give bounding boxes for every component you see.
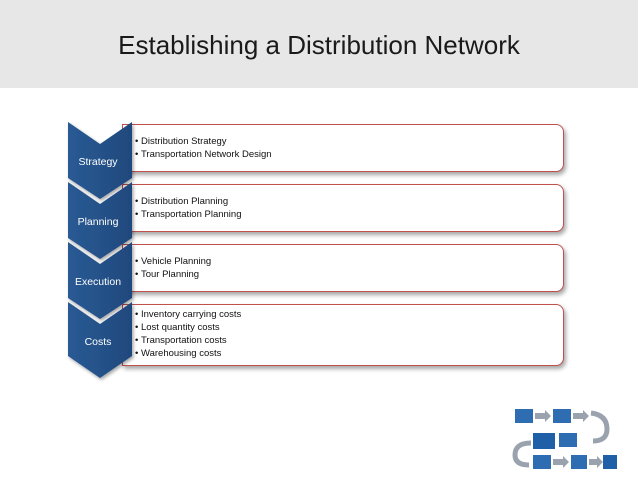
list-item: Inventory carrying costs xyxy=(135,308,241,321)
list-item: Distribution Strategy xyxy=(135,135,272,148)
list-item: Transportation costs xyxy=(135,334,241,347)
chevron-label-costs: Costs xyxy=(84,336,112,348)
step-box-strategy: Distribution Strategy Transportation Net… xyxy=(122,124,564,172)
list-item: Transportation Network Design xyxy=(135,148,272,161)
step-box-execution: Vehicle Planning Tour Planning xyxy=(122,244,564,292)
list-item: Lost quantity costs xyxy=(135,321,241,334)
step-list-costs: Inventory carrying costs Lost quantity c… xyxy=(135,308,241,360)
chevron-label-planning: Planning xyxy=(77,216,119,228)
step-box-planning: Distribution Planning Transportation Pla… xyxy=(122,184,564,232)
step-list-execution: Vehicle Planning Tour Planning xyxy=(135,255,211,281)
slide-title: Establishing a Distribution Network xyxy=(118,30,520,60)
chevron-strategy xyxy=(68,122,132,199)
chevron-costs xyxy=(68,302,132,378)
list-item: Transportation Planning xyxy=(135,208,242,221)
process-flow-icon xyxy=(503,403,623,475)
step-list-planning: Distribution Planning Transportation Pla… xyxy=(135,195,242,221)
chevron-execution xyxy=(68,242,132,319)
step-list-strategy: Distribution Strategy Transportation Net… xyxy=(135,135,272,161)
list-item: Warehousing costs xyxy=(135,347,241,360)
chevron-planning xyxy=(68,182,132,259)
chevron-label-strategy: Strategy xyxy=(78,156,118,168)
list-item: Vehicle Planning xyxy=(135,255,211,268)
list-item: Distribution Planning xyxy=(135,195,241,208)
title-band xyxy=(0,0,638,88)
step-box-costs: Inventory carrying costs Lost quantity c… xyxy=(122,304,564,366)
list-item: Tour Planning xyxy=(135,268,211,281)
chevron-label-execution: Execution xyxy=(74,276,122,288)
